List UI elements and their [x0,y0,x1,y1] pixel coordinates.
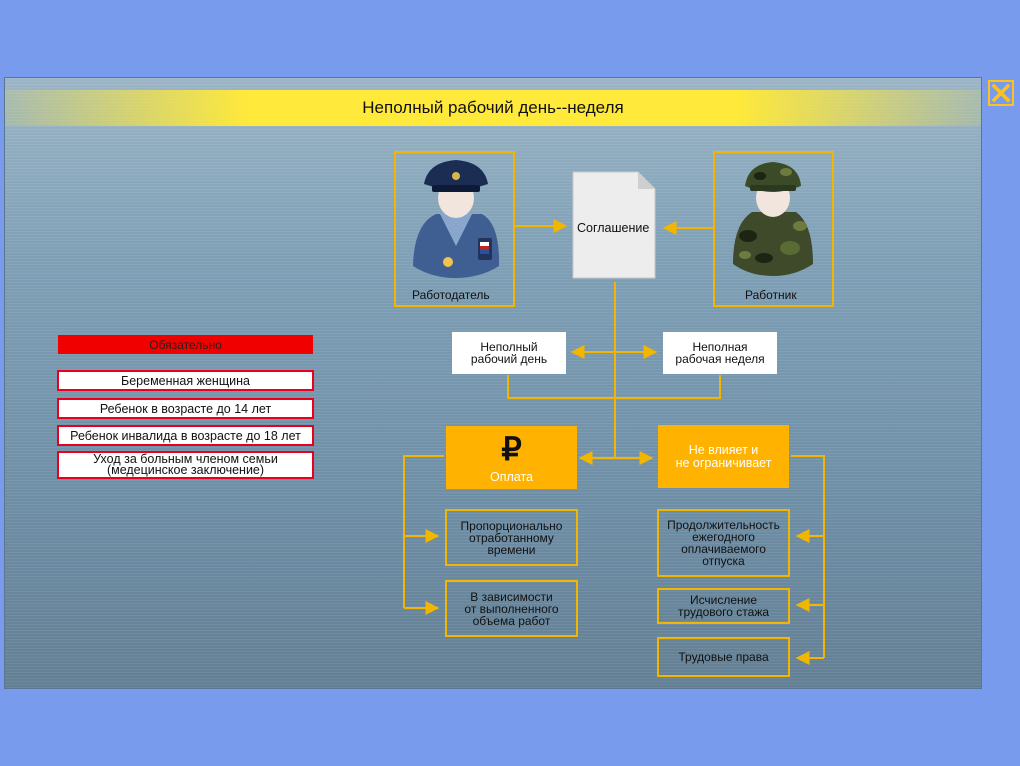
no-effect-vacation-box: Продолжительность ежегодного оплачиваемо… [657,509,790,577]
line-payment-branch [403,455,444,608]
payment-proportional-box: Пропорционально отработанному времени [445,509,578,566]
close-button[interactable] [988,80,1014,106]
part-time-week-box: Неполная рабочая неделя [663,332,777,374]
payment-label: Оплата [490,469,533,484]
page-title: Неполный рабочий день--неделя [362,98,624,117]
line-no-effect-branch [791,455,825,658]
part-time-day-box: Неполный рабочий день [452,332,566,374]
diagram-panel: Неполный рабочий день--неделя [5,78,981,688]
agreement-label: Соглашение [577,221,650,235]
bracket-part-time [507,375,721,399]
mandatory-item-pregnant: Беременная женщина [57,370,314,391]
no-effect-labor-rights-box: Трудовые права [657,637,790,677]
mandatory-header: Обязательно [58,335,313,354]
payment-by-volume-box: В зависимости от выполненного объема раб… [445,580,578,637]
document-icon [572,171,656,279]
uniformed-officer-icon [413,160,500,278]
mandatory-item-child-14: Ребенок в возрасте до 14 лет [57,398,314,419]
payment-box: ₽ Оплата [446,426,577,489]
employee-label: Работник [745,288,797,302]
camouflage-soldier-icon [733,162,813,276]
ruble-icon: ₽ [501,430,522,467]
mandatory-item-family-care: Уход за больным членом семьи (медецинско… [57,451,314,479]
employer-frame [394,151,515,307]
no-effect-seniority-box: Исчисление трудового стажа [657,588,790,624]
mandatory-item-disabled-child-18: Ребенок инвалида в возрасте до 18 лет [57,425,314,446]
no-effect-box: Не влияет и не ограничивает [658,425,789,488]
employee-frame [713,151,834,307]
employer-label: Работодатель [412,288,490,302]
title-bar: Неполный рабочий день--неделя [5,90,981,126]
close-icon [991,83,1011,103]
